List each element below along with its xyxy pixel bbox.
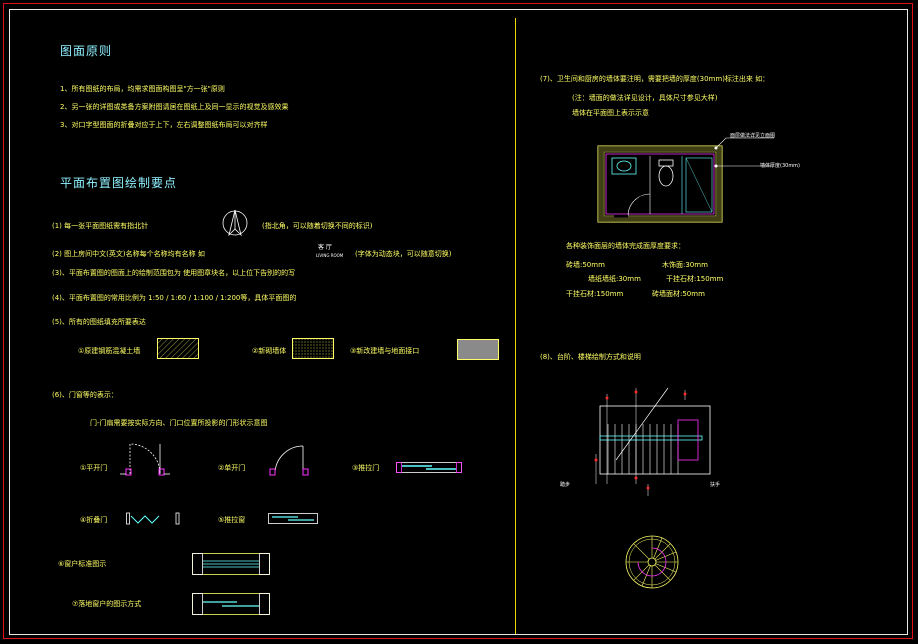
note-1-comment: (指北角，可以随着切换不同的标识) <box>262 222 373 230</box>
door-label-7: ⑦落地窗户的图示方式 <box>72 600 142 608</box>
door-label-3: ③推拉门 <box>352 464 380 472</box>
stair-label-1: 踏步 <box>560 482 571 488</box>
legend-title: 图面原则 <box>60 44 113 58</box>
note-5: (5)、所有的图纸填充所要表达 <box>52 318 146 326</box>
door-label-6: ⑥窗户标准图示 <box>58 560 107 568</box>
fill-legend-a: ①原建钢筋混凝土墙 <box>78 347 141 355</box>
note-2-comment: (字体为动态块，可以随意切换) <box>355 250 452 258</box>
stair-plan-diagram <box>594 387 711 496</box>
door-label-5: ⑤推拉窗 <box>218 516 246 524</box>
note-6: (6)、门窗等的表示： <box>52 391 118 399</box>
sliding-window-icon <box>268 513 318 524</box>
door-label-2: ②单开门 <box>218 464 246 472</box>
note-7-sub2: 墙体在平面图上表示示意 <box>572 109 649 117</box>
stair-label-2: 扶手 <box>710 482 721 488</box>
note-6-sub: 门-门扇需要按实际方向、门口位置所投影的门形状示意图 <box>90 419 268 427</box>
single-door-icon <box>269 445 309 476</box>
callout-2: 墙体厚度(30mm) <box>760 163 801 169</box>
plan-title: 平面布置图绘制要点 <box>60 176 178 190</box>
hatch-diagonal <box>157 338 199 359</box>
fill-legend-b: ②新砌墙体 <box>252 347 287 355</box>
note-7-sub1: (注：墙面的做法详见设计，具体尺寸参见大样) <box>572 94 718 102</box>
door-label-4: ④折叠门 <box>80 516 108 524</box>
legend-item-2: 2、另一张的详图或类备方案附图请居在图纸上及同一显示的视觉及感效果 <box>60 103 289 111</box>
double-door-icon <box>120 443 170 476</box>
callout-1: 面层做法详见立面图 <box>730 133 776 139</box>
north-arrow-icon <box>222 209 248 237</box>
legend-item-1: 1、所有图纸的布局，均需求图面构图呈"方一张"原则 <box>60 85 225 93</box>
door-label-1: ①平开门 <box>80 464 108 472</box>
thickness-5: 干挂石材:150mm <box>566 290 624 298</box>
note-4: (4)、平面布置图的常用比例为 1:50 / 1:60 / 1:100 / 1:… <box>52 294 297 302</box>
window-standard-icon <box>192 553 270 575</box>
note-3: (3)、平面布置图的图面上的绘制范围包为 使用图章块名，以上位下告别的的写 <box>52 269 296 277</box>
thickness-6: 砖墙面材:50mm <box>652 290 705 298</box>
window-floor-icon <box>192 593 270 615</box>
outer-frame <box>3 3 913 639</box>
hatch-crosshatch <box>292 338 334 359</box>
note-1: (1) 每一张平面图纸需有指北针 <box>52 222 149 230</box>
note-8: (8)、台阶、楼梯绘制方式和说明 <box>540 353 641 361</box>
note-7: (7)、卫生间和厨房的墙体要注明，需要把墙的厚度(30mm)标注出来 如： <box>540 75 770 83</box>
thickness-3: 墙纸墙纸:30mm <box>588 275 641 283</box>
bathroom-plan-diagram <box>597 137 774 223</box>
folding-door-icon <box>126 512 180 525</box>
drawing-border <box>9 9 908 635</box>
room-tag-sub: LIVING ROOM <box>316 253 344 258</box>
sheet-divider <box>515 18 516 634</box>
thickness-1: 砖墙:50mm <box>566 261 605 269</box>
spiral-stair-diagram <box>625 535 679 589</box>
thickness-2: 木饰面:30mm <box>662 261 708 269</box>
thickness-title: 各种装饰面层的墙体完成面厚度要求： <box>566 242 685 250</box>
legend-item-3: 3、对口字型图面的折叠对应于上下，左右调整图纸布局可以对齐样 <box>60 121 268 129</box>
sliding-door-icon <box>396 462 462 473</box>
note-2: (2) 图上房间中文(英文)名称每个名称均有名称 如 <box>52 250 205 258</box>
room-tag: 客 厅 <box>318 244 332 251</box>
hatch-solid-grey <box>457 339 499 360</box>
thickness-4: 干挂石材:150mm <box>666 275 724 283</box>
fill-legend-c: ③新改建墙与地面接口 <box>350 347 420 355</box>
